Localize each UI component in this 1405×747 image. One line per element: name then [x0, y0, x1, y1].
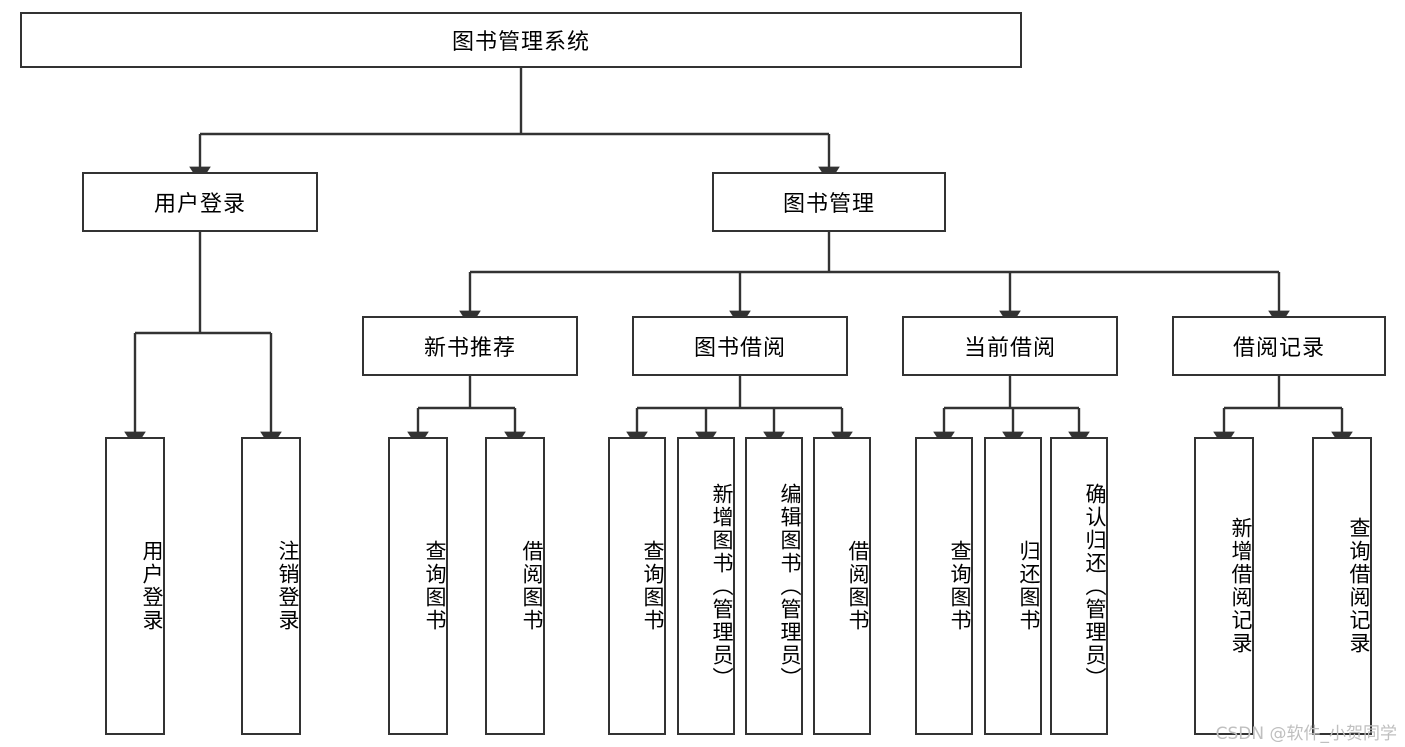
node-current-borrow[interactable]: 当前借阅 — [902, 316, 1118, 376]
node-label: 当前借阅 — [963, 336, 1056, 361]
node-label: 图书借阅 — [693, 336, 786, 361]
node-user-login[interactable]: 用户登录 — [82, 172, 318, 232]
node-label: 查询借阅记录 — [1347, 517, 1371, 655]
node-label: 借阅图书 — [520, 540, 544, 632]
node-leaf-add-record[interactable]: 新增借阅记录 — [1194, 437, 1254, 735]
node-root[interactable]: 图书管理系统 — [20, 12, 1022, 68]
node-label: 图书管理系统 — [451, 30, 590, 55]
watermark-label: CSDN @软件_小贺同学 — [1215, 724, 1397, 744]
node-leaf-logout[interactable]: 注销登录 — [241, 437, 301, 735]
node-label: 新增借阅记录 — [1229, 517, 1253, 655]
node-leaf-return-book[interactable]: 归还图书 — [984, 437, 1042, 735]
node-leaf-add-book[interactable]: 新增图书（管理员） — [677, 437, 735, 735]
node-leaf-confirm-return[interactable]: 确认归还（管理员） — [1050, 437, 1108, 735]
node-label: 借阅图书 — [846, 540, 870, 632]
node-label: 查询图书 — [948, 540, 972, 632]
node-label: 归还图书 — [1017, 540, 1041, 632]
node-leaf-edit-book[interactable]: 编辑图书（管理员） — [745, 437, 803, 735]
node-borrow-record[interactable]: 借阅记录 — [1172, 316, 1386, 376]
node-label: 用户登录 — [153, 192, 246, 217]
node-leaf-user-login[interactable]: 用户登录 — [105, 437, 165, 735]
node-book-borrow[interactable]: 图书借阅 — [632, 316, 848, 376]
connector-lines — [124, 68, 1353, 449]
node-label: 查询图书 — [423, 540, 447, 632]
node-leaf-borrow-book-1[interactable]: 借阅图书 — [485, 437, 545, 735]
node-label: 新增图书（管理员） — [710, 482, 734, 690]
node-label: 确认归还（管理员） — [1083, 482, 1107, 690]
node-label: 图书管理 — [782, 192, 875, 217]
node-label: 查询图书 — [641, 540, 665, 632]
node-new-book-rec[interactable]: 新书推荐 — [362, 316, 578, 376]
node-leaf-query-record[interactable]: 查询借阅记录 — [1312, 437, 1372, 735]
node-leaf-query-book-1[interactable]: 查询图书 — [388, 437, 448, 735]
node-label: 编辑图书（管理员） — [778, 482, 802, 690]
node-leaf-borrow-book-2[interactable]: 借阅图书 — [813, 437, 871, 735]
node-label: 注销登录 — [276, 540, 300, 632]
node-leaf-query-book-3[interactable]: 查询图书 — [915, 437, 973, 735]
node-label: 用户登录 — [140, 540, 164, 632]
node-leaf-query-book-2[interactable]: 查询图书 — [608, 437, 666, 735]
node-label: 新书推荐 — [423, 336, 516, 361]
node-label: 借阅记录 — [1232, 336, 1325, 361]
node-book-manage[interactable]: 图书管理 — [712, 172, 946, 232]
